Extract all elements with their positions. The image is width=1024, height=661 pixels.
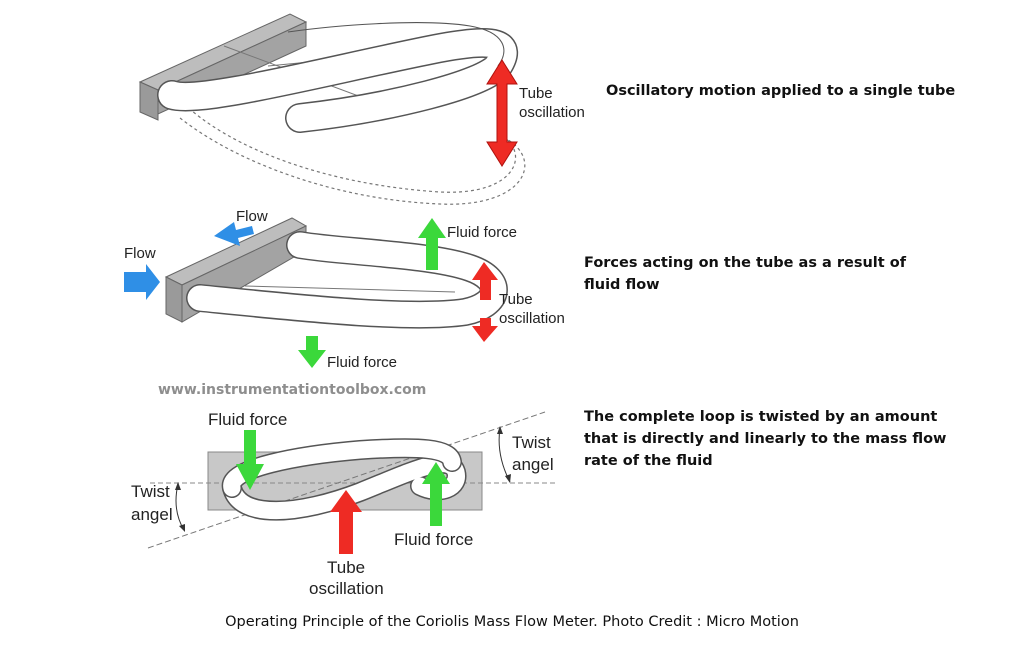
displaced-tube-outline — [179, 99, 526, 205]
twisted-tube — [221, 438, 467, 521]
flow-label-left: Flow — [124, 245, 156, 262]
panel-3-twisted-loop: Fluid force Fluid force Tube oscillation… — [131, 410, 556, 598]
watermark: www.instrumentationtoolbox.com — [158, 382, 427, 398]
twist-angle-marker-left — [175, 482, 185, 532]
tube-oscillation-label-line2: oscillation — [519, 104, 585, 121]
fluid-force-arrow-up — [418, 218, 446, 270]
description-line: that is directly and linearly to the mas… — [584, 431, 947, 447]
oscillating-tube — [157, 22, 518, 133]
tube-oscillation-label-line2: oscillation — [309, 579, 384, 598]
twist-angle-marker-right — [497, 426, 511, 483]
twisted-axis-line — [147, 411, 546, 549]
fluid-force-arrow-right-up — [422, 462, 450, 526]
twist-angel-label-left-line2: angel — [131, 505, 173, 524]
fluid-force-label-left: Fluid force — [208, 410, 287, 429]
flow-arrow-left — [124, 264, 160, 300]
figure-caption: Operating Principle of the Coriolis Mass… — [225, 614, 799, 630]
fluid-force-label-right: Fluid force — [394, 530, 473, 549]
panel-3-description: The complete loop is twisted by an amoun… — [584, 406, 946, 472]
fluid-force-arrow-left-down — [236, 430, 264, 490]
twist-angel-label-right-line1: Twist — [512, 433, 551, 452]
fluid-force-arrow-down — [298, 336, 326, 368]
panel-1-single-tube: Tube oscillation — [138, 13, 585, 205]
tube-oscillation-label-line1: Tube — [519, 85, 553, 102]
tube-oscillation-arrow — [486, 59, 518, 167]
description-line: Forces acting on the tube as a result of — [584, 255, 907, 271]
fluid-force-label-bottom: Fluid force — [327, 354, 397, 371]
description-line: fluid flow — [584, 277, 660, 293]
description-line: Oscillatory motion applied to a single t… — [606, 83, 956, 99]
fluid-force-label-top: Fluid force — [447, 224, 517, 241]
tube-oscillation-label-line1: Tube — [327, 558, 365, 577]
panel-1-description: Oscillatory motion applied to a single t… — [606, 80, 955, 102]
description-line: rate of the fluid — [584, 453, 713, 469]
tube-oscillation-label-line1: Tube — [499, 291, 533, 308]
panel-2-fluid-forces: Flow Flow Fluid force Fluid force Tube o… — [124, 208, 565, 371]
flow-arrow-top — [214, 222, 254, 246]
description-line: The complete loop is twisted by an amoun… — [584, 409, 938, 425]
tube-oscillation-arrow-up — [330, 490, 362, 554]
twist-angel-label-left-line1: Twist — [131, 482, 170, 501]
panel-2-description: Forces acting on the tube as a result of… — [584, 252, 906, 296]
tube-oscillation-label-line2: oscillation — [499, 310, 565, 327]
twist-angel-label-right-line2: angel — [512, 455, 554, 474]
tube-oscillation-arrow — [472, 262, 498, 342]
flow-label-top: Flow — [236, 208, 268, 225]
